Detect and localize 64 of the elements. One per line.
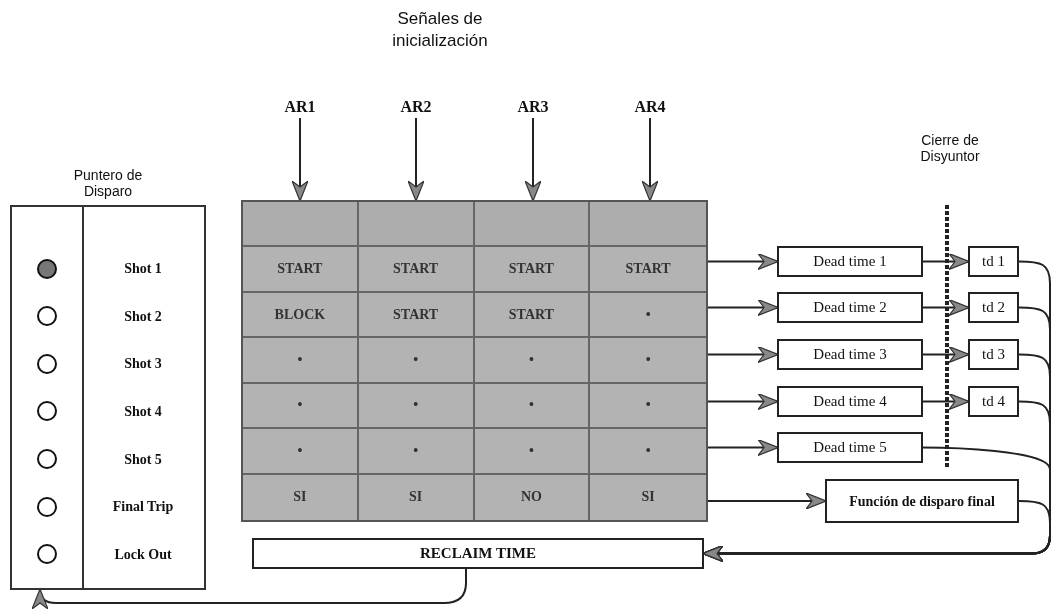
table-cell: • <box>590 338 706 384</box>
shot-label: Final Trip <box>112 498 174 517</box>
arrow <box>707 252 779 271</box>
table-cell: • <box>474 383 591 430</box>
signal-label: AR2 <box>399 97 433 117</box>
table-cell: START <box>358 247 475 293</box>
shot-label: Shot 1 <box>124 260 162 279</box>
table-cell: START <box>474 292 591 339</box>
table-cell: • <box>243 338 359 384</box>
table-cell: • <box>358 429 475 475</box>
arrow <box>922 298 970 317</box>
table-cell: • <box>358 338 475 384</box>
arrow <box>922 392 970 411</box>
table-cell: • <box>590 383 706 430</box>
arrow <box>707 392 779 411</box>
process-box: Dead time 5 <box>777 432 923 463</box>
table-cell: START <box>358 292 475 339</box>
process-box: Dead time 3 <box>777 339 923 370</box>
shot-label: Lock Out <box>114 545 172 564</box>
table-cell: START <box>474 247 591 293</box>
table-cell: • <box>243 383 359 430</box>
process-box: td 1 <box>968 246 1019 277</box>
table-cell: • <box>474 429 591 475</box>
arrow <box>707 298 779 317</box>
process-box: Función de disparo final <box>825 479 1019 523</box>
process-box: RECLAIM TIME <box>252 538 704 569</box>
arrow <box>407 117 425 202</box>
diagram-title: Señales de inicialización <box>391 8 489 52</box>
arrow <box>922 252 970 271</box>
arrow <box>707 492 827 510</box>
table-cell: • <box>590 429 706 475</box>
arrow <box>32 568 467 610</box>
process-box: Dead time 4 <box>777 386 923 417</box>
shot-label: Shot 5 <box>124 450 162 469</box>
shot-label: Shot 2 <box>124 307 162 326</box>
table-cell: BLOCK <box>243 292 359 339</box>
arrow <box>922 345 970 364</box>
process-box: td 4 <box>968 386 1019 417</box>
table-cell: NO <box>474 474 591 520</box>
arrow <box>291 117 309 202</box>
shot-label: Shot 4 <box>124 402 162 421</box>
process-box: td 2 <box>968 292 1019 323</box>
table-cell: • <box>243 429 359 475</box>
signal-label: AR4 <box>633 97 667 117</box>
table-cell: START <box>243 247 359 293</box>
panel-heading: Puntero de Disparo <box>72 167 144 199</box>
table-cell: SI <box>358 474 475 520</box>
signal-label: AR1 <box>283 97 317 117</box>
breaker-close-label: Cierre de Disyuntor <box>919 132 981 164</box>
shot-label: Shot 3 <box>124 355 162 374</box>
table-cell: SI <box>243 474 359 520</box>
table-cell: • <box>358 383 475 430</box>
process-box: Dead time 2 <box>777 292 923 323</box>
process-box: td 3 <box>968 339 1019 370</box>
process-box: Dead time 1 <box>777 246 923 277</box>
table-cell: • <box>474 338 591 384</box>
arrow <box>641 117 659 202</box>
table-cell: • <box>590 292 706 339</box>
table-cell: START <box>590 247 706 293</box>
arrow <box>707 438 779 457</box>
arrow <box>524 117 542 202</box>
arrow <box>707 345 779 364</box>
signal-label: AR3 <box>516 97 550 117</box>
table-cell-text: SI <box>640 488 656 507</box>
